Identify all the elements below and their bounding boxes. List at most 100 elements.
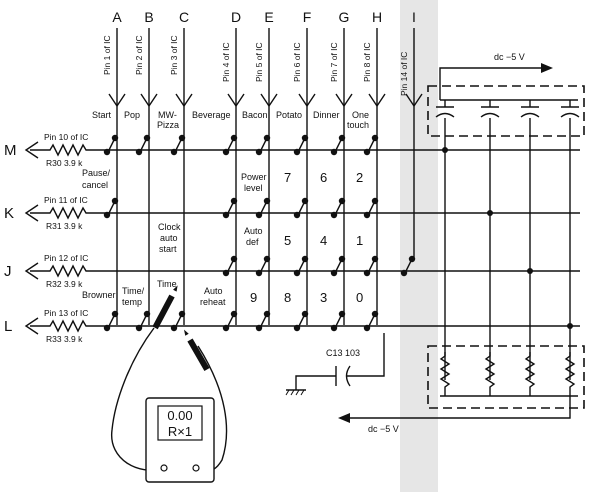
key-switch (255, 197, 271, 219)
meter-range: R×1 (168, 424, 192, 439)
row-pin-k: Pin 11 of IC (44, 195, 88, 205)
key-pause-cancel-2: cancel (82, 180, 108, 190)
key-one-touch-2: touch (347, 120, 369, 130)
key-2: 2 (356, 170, 363, 185)
column-pin-i: Pin 14 of IC (399, 52, 409, 96)
key-8: 8 (284, 290, 291, 305)
column-letter-b: B (144, 9, 153, 25)
bottom-resistor-network: dc −5 V (338, 345, 585, 434)
column-headers: A B C D E F G H I Pin 1 of IC Pin 2 of I… (102, 9, 416, 96)
supply-bottom-label: dc −5 V (368, 424, 399, 434)
key-switch (135, 310, 151, 332)
key-one-touch: One (352, 110, 369, 120)
key-switch (255, 310, 271, 332)
key-auto-def: Auto (244, 226, 263, 236)
key-4: 4 (320, 233, 327, 248)
meter-reading: 0.00 (167, 408, 192, 423)
key-switch (170, 134, 186, 156)
key-3: 3 (320, 290, 327, 305)
shaded-strip (400, 0, 438, 492)
key-switch (293, 134, 309, 156)
key-auto-reheat-2: reheat (200, 297, 226, 307)
column-pin-a: Pin 1 of IC (102, 35, 112, 75)
row-resistor-m: R30 3.9 k (46, 158, 83, 168)
key-switch (222, 134, 238, 156)
key-switches (103, 134, 416, 332)
row-labels: M K J L Pin 10 of IC Pin 11 of IC Pin 12… (4, 132, 88, 344)
column-letter-f: F (303, 9, 312, 25)
row-resistor-k: R31 3.9 k (46, 221, 83, 231)
key-time-temp: Time/ (122, 286, 145, 296)
column-letter-g: G (339, 9, 350, 25)
key-bacon: Bacon (242, 110, 268, 120)
key-switch (135, 134, 151, 156)
key-auto-def-2: def (246, 237, 259, 247)
key-mw-pizza: MW- (158, 110, 177, 120)
column-pin-e: Pin 5 of IC (254, 42, 264, 82)
key-switch (293, 310, 309, 332)
key-9: 9 (250, 290, 257, 305)
row-pin-m: Pin 10 of IC (44, 132, 88, 142)
column-pin-c: Pin 3 of IC (169, 35, 179, 75)
key-switch (363, 134, 379, 156)
row-resistor-j: R32 3.9 k (46, 279, 83, 289)
key-time-temp-2: temp (122, 297, 142, 307)
key-0: 0 (356, 290, 363, 305)
column-letter-a: A (112, 9, 122, 25)
column-pin-h: Pin 8 of IC (362, 42, 372, 82)
column-pin-d: Pin 4 of IC (221, 42, 231, 82)
key-dinner: Dinner (313, 110, 340, 120)
key-pop: Pop (124, 110, 140, 120)
key-pause-cancel: Pause/ (82, 168, 111, 178)
key-switch (170, 310, 186, 332)
key-browner: Browner (82, 290, 116, 300)
key-switch (103, 134, 119, 156)
key-time: Time (157, 279, 177, 289)
capacitor-label: C13 103 (326, 348, 360, 358)
key-7: 7 (284, 170, 291, 185)
key-switch (293, 255, 309, 277)
key-auto-reheat: Auto (204, 286, 223, 296)
top-capacitor-network: dc −5 V (427, 52, 585, 137)
key-switch (103, 310, 119, 332)
key-6: 6 (320, 170, 327, 185)
key-clock-auto-start-3: start (159, 244, 177, 254)
key-clock-auto-start-2: auto (160, 233, 178, 243)
multimeter: 0.00 R×1 (111, 285, 228, 483)
row-letter-j: J (4, 263, 12, 280)
key-switch (222, 310, 238, 332)
key-switch (222, 255, 238, 277)
row-letter-k: K (4, 205, 14, 222)
column-wires (108, 28, 423, 325)
column-letter-i: I (412, 9, 416, 25)
row-pin-j: Pin 12 of IC (44, 253, 88, 263)
key-power-level: Power (241, 172, 267, 182)
key-switch (363, 255, 379, 277)
key-beverage: Beverage (192, 110, 231, 120)
key-switch (103, 197, 119, 219)
key-switch (293, 197, 309, 219)
column-letter-c: C (179, 9, 189, 25)
supply-top-label: dc −5 V (494, 52, 525, 62)
key-5: 5 (284, 233, 291, 248)
column-letter-h: H (372, 9, 382, 25)
key-switch (400, 255, 416, 277)
row-pin-l: Pin 13 of IC (44, 308, 88, 318)
column-letter-e: E (264, 9, 273, 25)
column-pin-f: Pin 6 of IC (292, 42, 302, 82)
column-pin-g: Pin 7 of IC (329, 42, 339, 82)
key-power-level-2: level (244, 183, 263, 193)
row-resistor-l: R33 3.9 k (46, 334, 83, 344)
key-switch (363, 310, 379, 332)
bus-lines (442, 118, 573, 380)
key-start: Start (92, 110, 112, 120)
key-switch (330, 134, 346, 156)
key-labels: Start Pop MW- Pizza Beverage Bacon Potat… (82, 110, 369, 307)
key-switch (330, 310, 346, 332)
key-potato: Potato (276, 110, 302, 120)
key-switch (330, 197, 346, 219)
key-switch (363, 197, 379, 219)
key-clock-auto-start: Clock (158, 222, 181, 232)
key-switch (255, 134, 271, 156)
